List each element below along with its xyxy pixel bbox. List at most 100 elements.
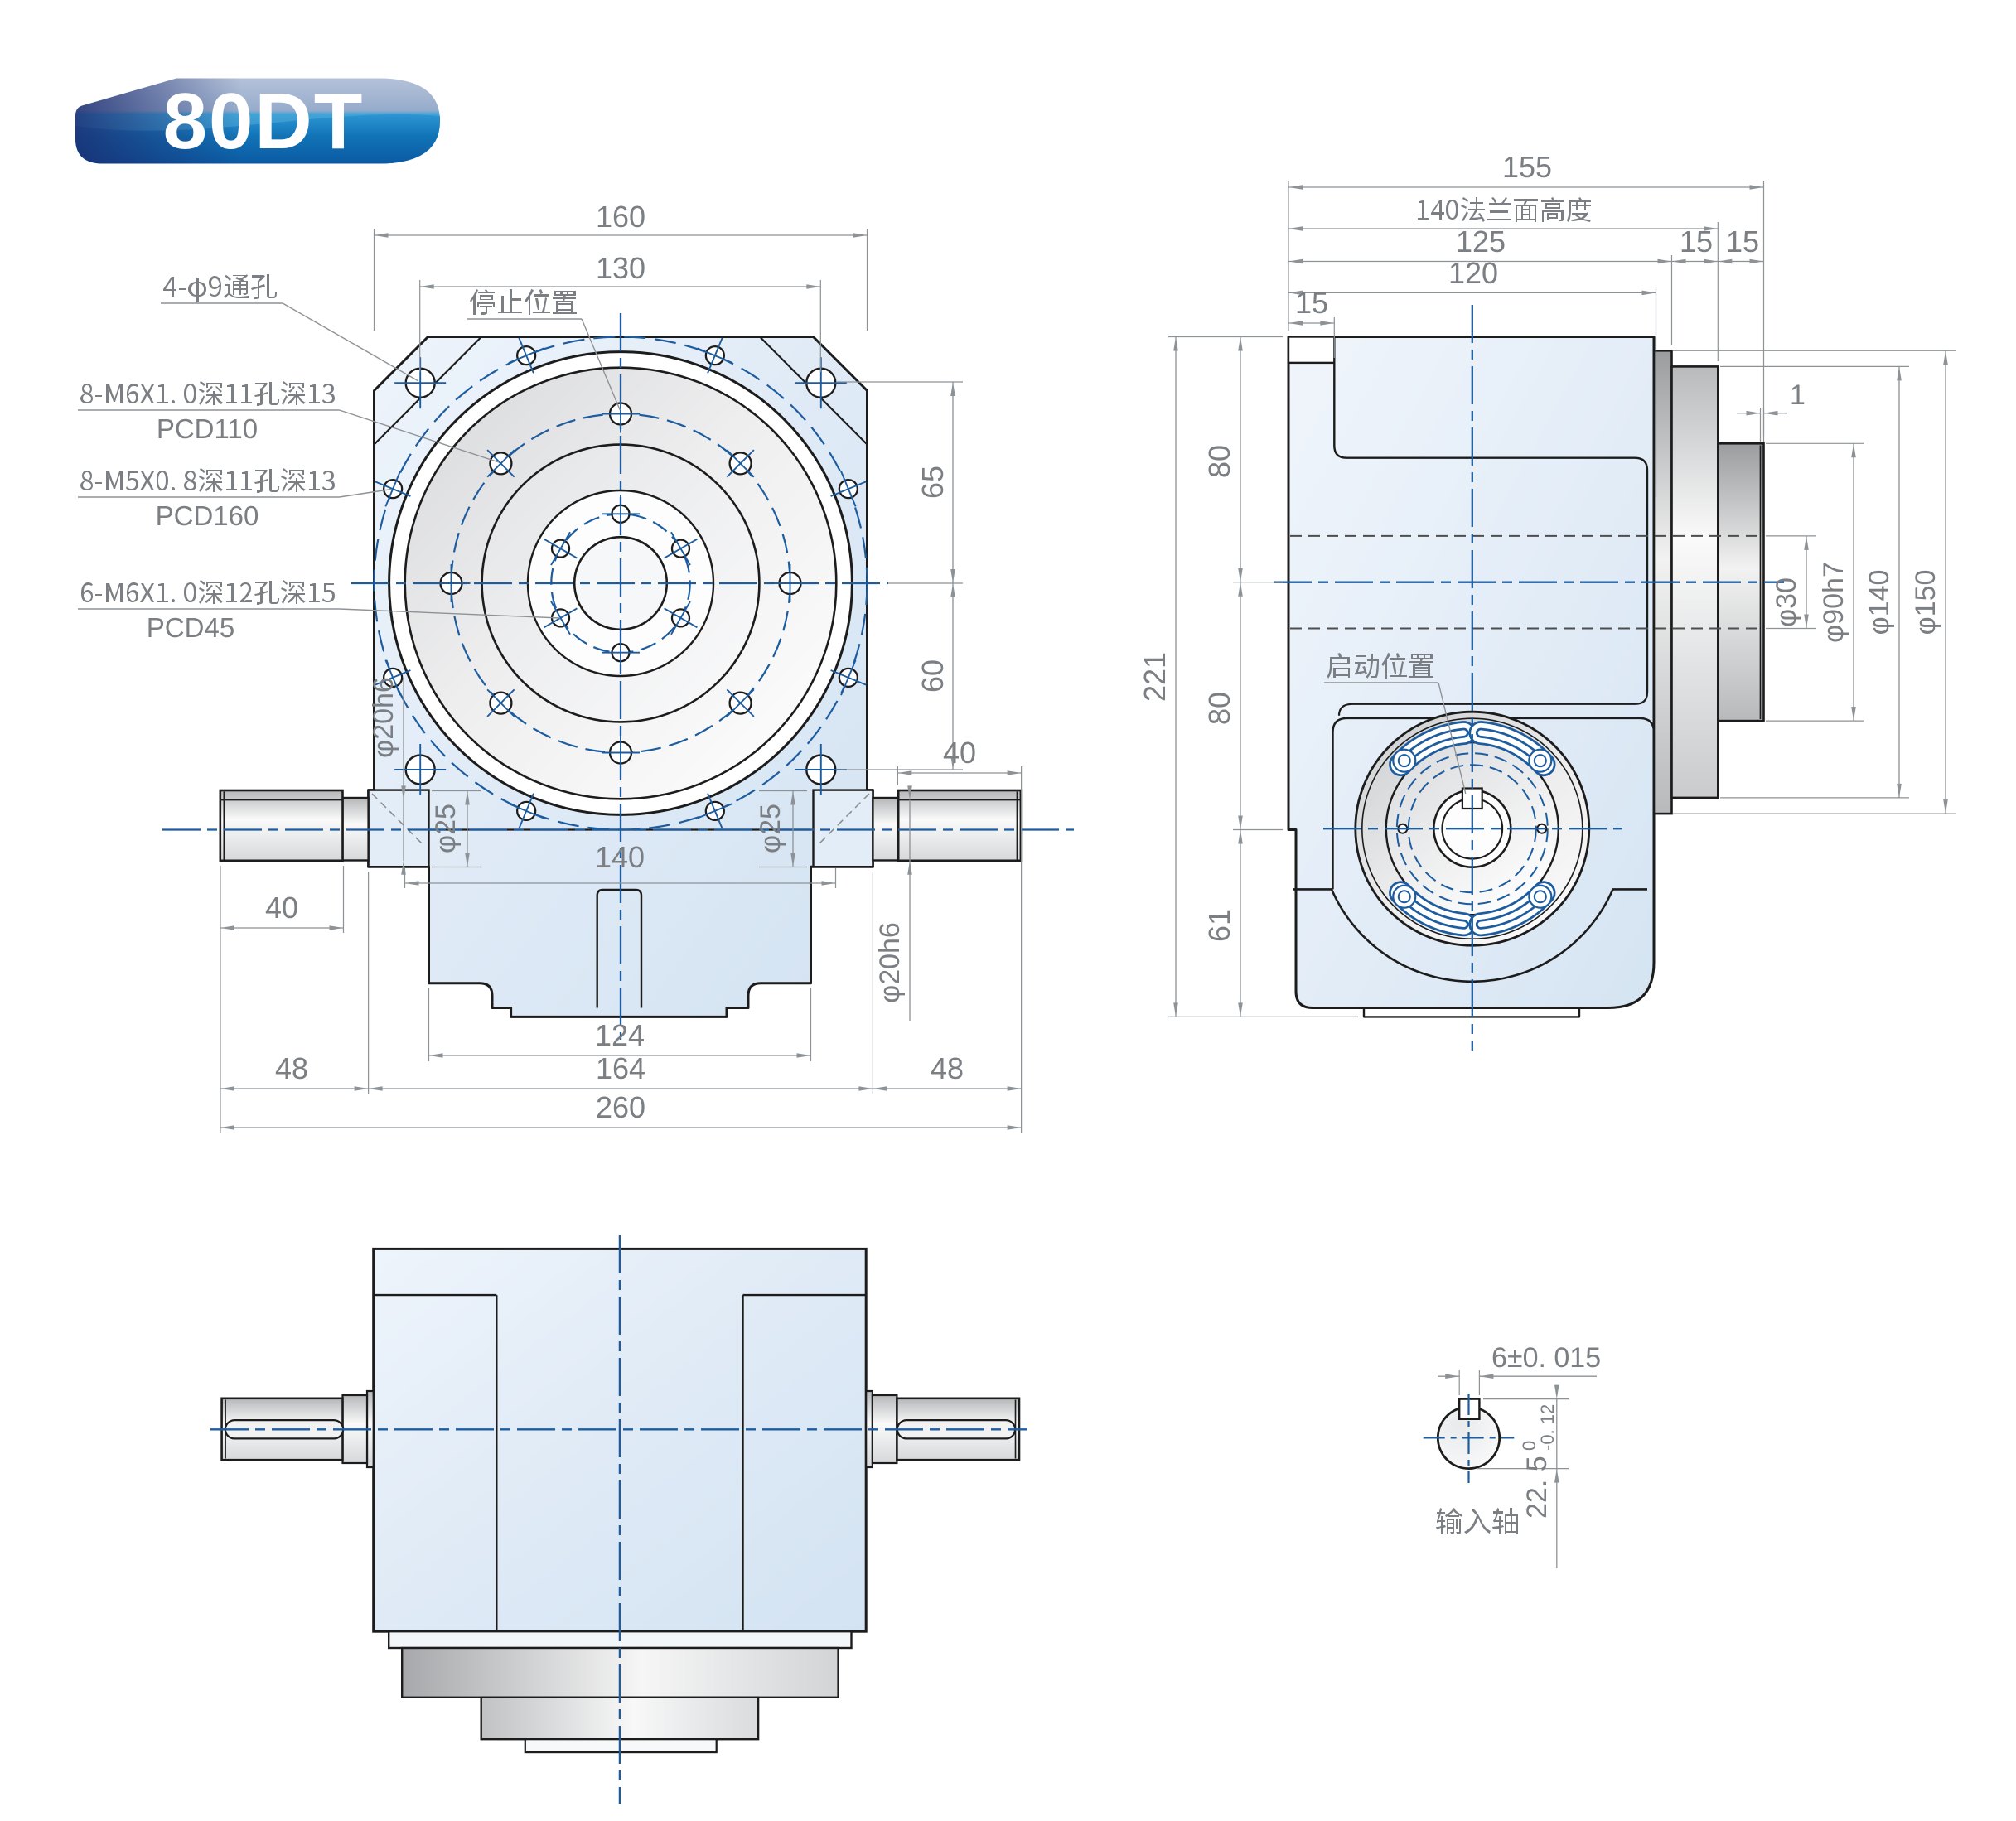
dim-arrow	[1007, 770, 1022, 775]
dim-text: 1	[1790, 379, 1806, 411]
dim-text: φ150	[1910, 570, 1941, 635]
pcd45-label2: PCD45	[147, 612, 234, 643]
dim-text: 40	[265, 891, 298, 925]
dim-text: 125	[1456, 225, 1506, 258]
shaft-height-main: 22. 5	[1521, 1456, 1553, 1519]
leader-line	[581, 318, 621, 411]
dim-arrow	[1238, 582, 1243, 597]
output-shaft-left	[219, 789, 344, 862]
dim-arrow	[950, 756, 955, 770]
tongue-outline	[596, 888, 643, 1008]
hole-tick	[697, 347, 733, 364]
dim-arrow	[428, 1053, 443, 1058]
slot-screw-inner	[1397, 754, 1411, 768]
dim-arrow	[1238, 815, 1243, 830]
dim-arrow	[790, 790, 795, 805]
dim-arrow	[1288, 290, 1303, 296]
output-shaft-right	[897, 789, 1023, 862]
dim-text: 6±0. 015	[1491, 1342, 1601, 1374]
dim-arrow	[1704, 258, 1719, 264]
dim-text: 40	[943, 736, 976, 770]
dim-arrow	[1763, 410, 1778, 416]
front-view	[162, 313, 1074, 1040]
dim-arrow	[1804, 535, 1809, 550]
dim-arrow	[1173, 336, 1178, 351]
dim-arrow	[1943, 350, 1948, 365]
dim-text: φ20h6	[874, 922, 906, 1003]
dim-arrow	[1746, 410, 1761, 416]
dim-arrow	[1851, 707, 1856, 722]
dim-text: 221	[1138, 652, 1172, 702]
leader-line	[282, 302, 419, 382]
dim-arrow	[858, 1086, 873, 1091]
slot-screw-inner	[1533, 754, 1547, 768]
dim-arrow	[1554, 1468, 1559, 1483]
dim-text: φ25	[755, 804, 786, 853]
dim-arrow	[821, 881, 836, 886]
slot-screw-inner	[1397, 890, 1411, 904]
dim-arrow	[1288, 185, 1303, 190]
dim-text: 80	[1202, 692, 1236, 725]
dim-text: 130	[596, 251, 645, 285]
hole-tick	[550, 531, 571, 566]
product-badge: 80DT	[75, 77, 440, 166]
dim-text: φ20h6	[368, 677, 399, 758]
flange-height-label	[1418, 197, 1591, 222]
hole-tick	[670, 601, 691, 635]
hole-tick	[486, 688, 515, 717]
dim-arrow	[1851, 443, 1856, 458]
dim-arrow	[465, 853, 470, 867]
dim-arrow	[1718, 258, 1733, 264]
dim-arrow	[1943, 799, 1948, 814]
dim-text: 15	[1295, 286, 1328, 320]
dim-text: 15	[1726, 225, 1759, 258]
shaft-boss-left	[367, 789, 430, 868]
side-lip-line	[1337, 692, 1649, 716]
slot-screw	[1392, 884, 1417, 909]
dim-text: 15	[1680, 225, 1713, 258]
slot-screw	[1528, 748, 1553, 773]
dim-text: 140	[595, 840, 645, 874]
dim-arrow	[404, 881, 419, 886]
dim-text: 155	[1502, 150, 1552, 184]
start-position-label	[1327, 653, 1433, 679]
side-view	[1274, 305, 1784, 1051]
dim-arrow	[419, 284, 434, 289]
bottom-view	[210, 1235, 1027, 1804]
dim-arrow	[1704, 226, 1719, 231]
dim-arrow	[1554, 1384, 1559, 1399]
dim-text: 60	[916, 659, 950, 693]
input-shaft-label	[1436, 1508, 1518, 1534]
dim-arrow	[907, 785, 912, 800]
dim-text: 48	[931, 1051, 964, 1085]
dim-arrow	[950, 569, 955, 583]
hole-tick	[550, 601, 571, 635]
hole-tick	[384, 659, 401, 696]
dim-arrow	[806, 284, 821, 289]
dim-arrow	[1749, 185, 1764, 190]
shaft-height-tol-up: 0	[1519, 1441, 1540, 1451]
dim-arrow	[1238, 568, 1243, 582]
through-holes-label	[163, 274, 277, 302]
dim-arrow	[1671, 258, 1686, 264]
pcd45-label	[81, 580, 335, 605]
side-panel-line	[1333, 362, 1649, 693]
slot-screw	[1392, 748, 1417, 773]
pcd110-label2: PCD110	[157, 413, 258, 444]
leader-line	[339, 608, 561, 619]
dim-arrow	[1288, 258, 1303, 264]
dim-arrow	[220, 1086, 234, 1091]
shaft-height-tol-down: -0. 12	[1537, 1404, 1558, 1451]
dim-arrow	[897, 770, 912, 775]
dim-text: φ30	[1771, 577, 1802, 627]
dim-arrow	[368, 1086, 383, 1091]
shaft-height-dim: 22. 5 0-0. 12	[1519, 1404, 1558, 1519]
slot-screw	[1528, 884, 1553, 909]
dim-arrow	[1238, 336, 1243, 351]
dim-arrow	[1238, 829, 1243, 844]
dim-arrow	[1804, 614, 1809, 629]
dim-arrow	[950, 583, 955, 597]
dim-arrow	[853, 233, 868, 238]
pcd160-label2: PCD160	[156, 500, 259, 531]
side-corner-notch	[1287, 336, 1336, 365]
